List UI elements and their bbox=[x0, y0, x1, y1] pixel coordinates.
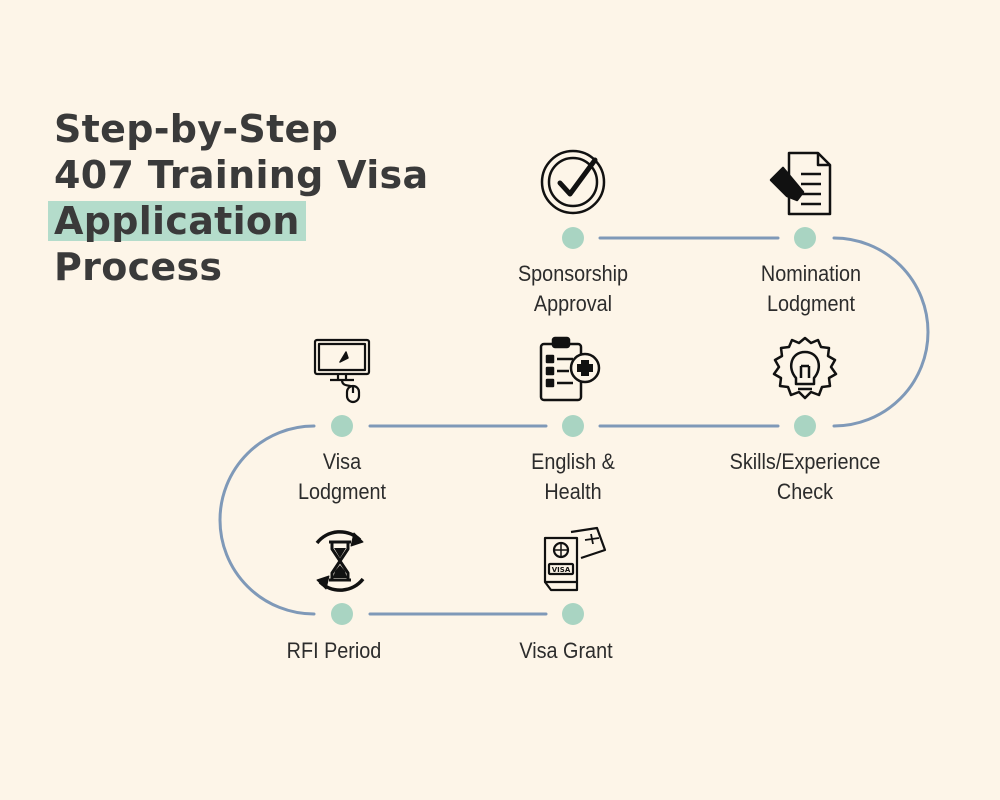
checkmark-badge-icon bbox=[540, 149, 606, 215]
page-title: Step-by-Step 407 Training Visa Applicati… bbox=[48, 106, 429, 290]
step-label-line: Visa bbox=[322, 449, 362, 474]
step-node-2 bbox=[794, 227, 816, 249]
step-node-6 bbox=[331, 603, 353, 625]
step-label-line: Visa Grant bbox=[519, 638, 613, 663]
medical-clipboard-icon bbox=[539, 336, 601, 402]
connector-5-6 bbox=[218, 424, 316, 616]
step-label-line: Skills/Experience bbox=[729, 449, 881, 474]
step-node-7 bbox=[562, 603, 584, 625]
passport-ticket-icon: VISA bbox=[543, 526, 607, 592]
step-label-english-health: English & Health bbox=[483, 447, 663, 507]
step-label-rfi-period: RFI Period bbox=[244, 636, 424, 666]
title-line-2: 407 Training Visa bbox=[54, 153, 429, 197]
step-label-visa-lodgment: Visa Lodgment bbox=[252, 447, 432, 507]
computer-mouse-icon bbox=[313, 338, 371, 404]
step-label-line: Lodgment bbox=[297, 479, 387, 504]
step-label-visa-grant: Visa Grant bbox=[476, 636, 656, 666]
step-label-line: Lodgment bbox=[766, 291, 856, 316]
step-node-3 bbox=[794, 415, 816, 437]
lightbulb-gear-icon bbox=[772, 336, 838, 400]
step-label-skills-experience-check: Skills/Experience Check bbox=[715, 447, 895, 507]
step-label-line: Approval bbox=[533, 291, 613, 316]
step-label-sponsorship-approval: Sponsorship Approval bbox=[483, 259, 663, 319]
step-label-line: Sponsorship bbox=[517, 261, 629, 286]
title-line-1: Step-by-Step bbox=[54, 107, 339, 151]
step-label-line: Check bbox=[776, 479, 834, 504]
step-label-line: RFI Period bbox=[286, 638, 382, 663]
connector-2-3 bbox=[832, 236, 930, 428]
step-label-nomination-lodgment: Nomination Lodgment bbox=[721, 259, 901, 319]
step-label-line: Health bbox=[544, 479, 602, 504]
title-line-4: Process bbox=[54, 245, 223, 289]
step-label-line: Nomination bbox=[760, 261, 862, 286]
document-pen-icon bbox=[769, 151, 832, 216]
step-label-line: English & bbox=[531, 449, 615, 474]
step-node-1 bbox=[562, 227, 584, 249]
hourglass-cycle-icon bbox=[315, 530, 365, 592]
title-highlight: Application bbox=[48, 201, 306, 241]
svg-text:VISA: VISA bbox=[552, 566, 571, 574]
step-node-4 bbox=[562, 415, 584, 437]
step-node-5 bbox=[331, 415, 353, 437]
